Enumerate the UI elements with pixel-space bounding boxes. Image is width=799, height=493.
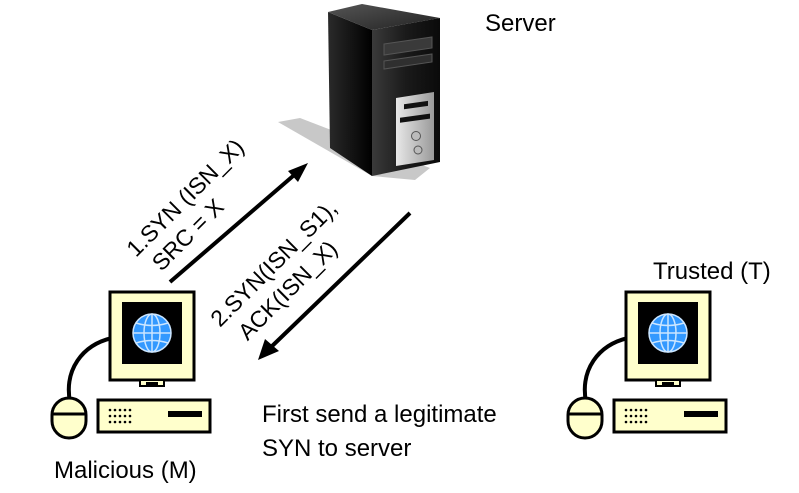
arrow-synack-to-malicious xyxy=(258,211,412,360)
note-line1: First send a legitimate xyxy=(262,401,497,428)
note-line2: SYN to server xyxy=(262,435,411,462)
trusted-label: Trusted (T) xyxy=(653,258,771,285)
trusted-computer-icon xyxy=(566,290,728,440)
arrow-syn-to-server xyxy=(168,163,308,284)
server-tower-icon xyxy=(278,4,440,180)
server-label: Server xyxy=(485,10,556,37)
malicious-computer-icon xyxy=(50,290,212,440)
malicious-label: Malicious (M) xyxy=(54,457,197,484)
step2-label: 2.SYN(ISN_S1), ACK(ISN_X) xyxy=(205,195,342,345)
